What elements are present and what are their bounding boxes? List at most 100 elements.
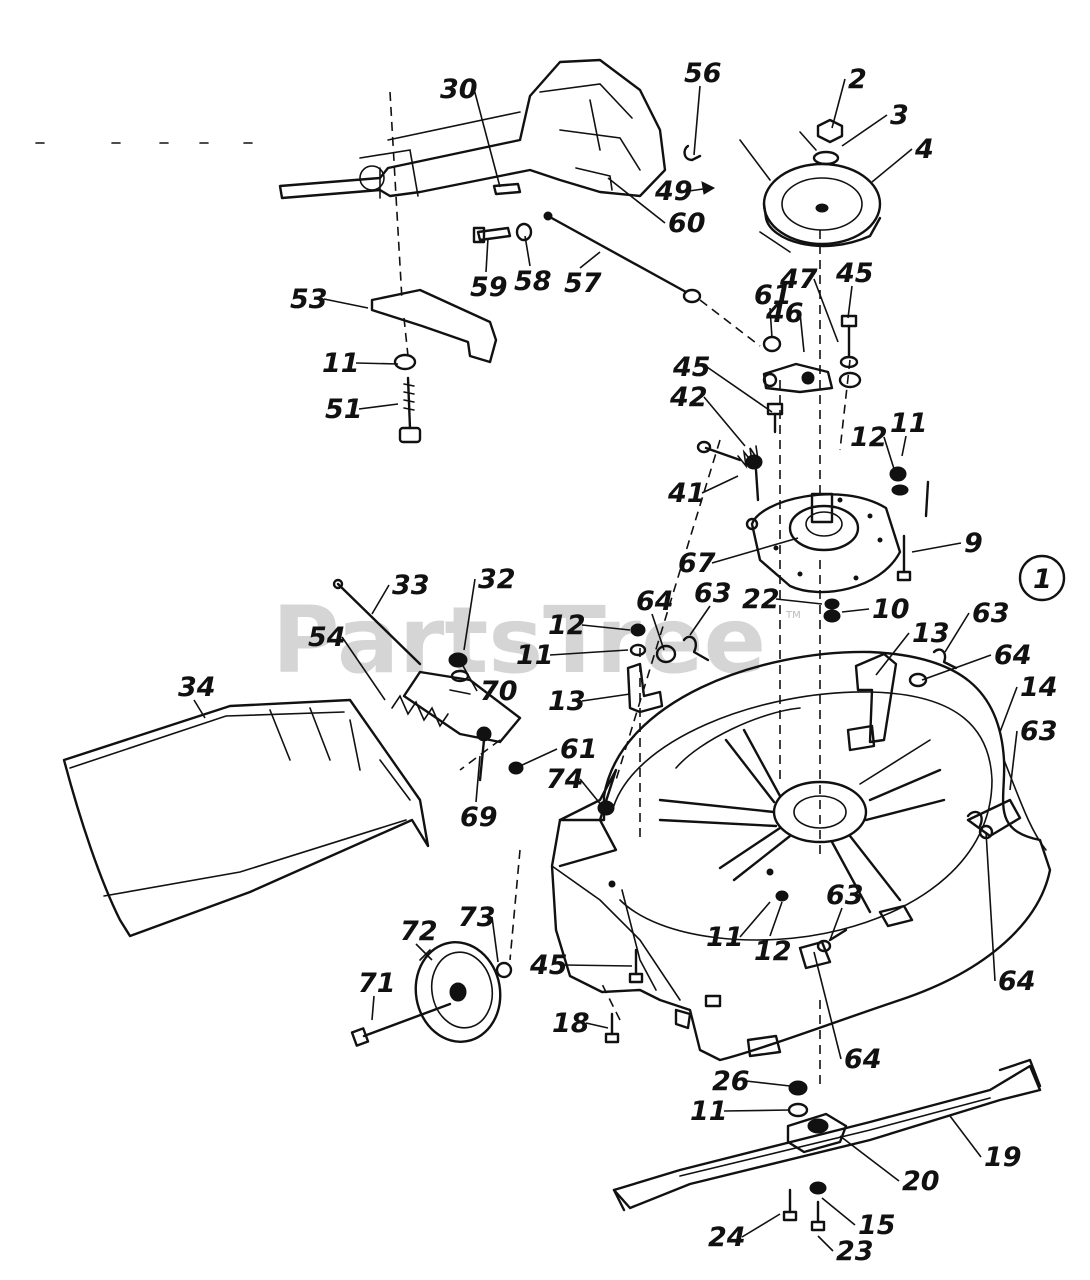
- callout-label: 41: [667, 478, 706, 509]
- leader-line: [473, 88, 501, 188]
- leader-line: [461, 663, 478, 692]
- rod-57: [543, 211, 702, 304]
- callout-label: 18: [552, 1008, 590, 1039]
- leader-line: [585, 1022, 609, 1029]
- leader-line: [689, 605, 711, 636]
- grass-chute-34: [62, 698, 430, 938]
- callout-label: 63: [1020, 716, 1058, 747]
- callout-label: 11: [322, 348, 360, 379]
- leader-line: [358, 403, 399, 410]
- callout-label: 64: [994, 640, 1032, 671]
- leader-line: [711, 537, 799, 564]
- leader-line: [323, 298, 369, 309]
- washer-11-a: [393, 353, 417, 371]
- nut-and-washer: [812, 118, 844, 166]
- leader-line: [519, 748, 558, 767]
- callout-label: 64: [998, 966, 1036, 997]
- callout-label: 74: [546, 764, 584, 795]
- leader-line: [549, 649, 629, 656]
- callout-label: 20: [902, 1166, 940, 1197]
- leader-line: [921, 654, 992, 681]
- callout-label: 58: [514, 266, 552, 297]
- leader-line: [463, 578, 476, 651]
- callout-label: 46: [765, 298, 804, 329]
- callout-label: 45: [529, 950, 568, 981]
- nut-12-b: [630, 623, 646, 637]
- callout-label: 64: [844, 1044, 882, 1075]
- callout-label: 64: [636, 586, 674, 617]
- watermark-tm: TM: [785, 610, 801, 621]
- bolt-30: [492, 182, 522, 196]
- leader-line: [839, 1135, 900, 1182]
- washer-58: [515, 222, 533, 242]
- callout-label: 61: [560, 734, 598, 765]
- blade-19: [612, 1058, 1042, 1212]
- callout-label: 26: [712, 1066, 750, 1097]
- leader-line: [769, 307, 773, 339]
- callout-label: 11: [706, 922, 744, 953]
- nut-32: [448, 652, 468, 668]
- washer-11-c: [629, 643, 647, 657]
- callout-label: 11: [690, 1096, 728, 1127]
- callout-label: 60: [668, 208, 706, 239]
- callout-label: 13: [912, 618, 950, 649]
- leader-line: [847, 285, 853, 319]
- washer-11-e: [787, 1102, 809, 1118]
- leader-line: [701, 475, 739, 494]
- callout-label: 12: [548, 610, 586, 641]
- leader-line: [581, 624, 631, 631]
- callout-label: 56: [684, 58, 722, 89]
- leader-line: [1009, 730, 1018, 791]
- leader-line: [829, 907, 843, 941]
- rod-33: [332, 578, 422, 666]
- callout-label: 32: [478, 564, 516, 595]
- callout-label: 61: [754, 280, 792, 311]
- nut-10: [823, 609, 841, 623]
- callout-label: 24: [708, 1222, 746, 1253]
- leader-line: [475, 755, 481, 803]
- nut-74: [597, 800, 615, 816]
- callout-label: 45: [835, 258, 874, 289]
- bolt-71: [350, 1002, 452, 1047]
- screw-18: [604, 1012, 620, 1044]
- callout-label: 63: [826, 880, 864, 911]
- nut-12-a: [889, 466, 907, 482]
- leader-line: [901, 435, 907, 457]
- pin-63-d: [828, 928, 848, 942]
- callout-label: 71: [358, 968, 396, 999]
- callout-label: 69: [460, 802, 498, 833]
- pulley-4: [739, 131, 882, 253]
- leader-line: [799, 312, 805, 353]
- leader-line: [371, 584, 390, 615]
- leader-line: [371, 995, 375, 1021]
- callout-label: 19: [984, 1142, 1022, 1173]
- washer-64-c: [816, 939, 832, 953]
- transaxle: [278, 58, 667, 200]
- washer-64-b: [908, 672, 928, 688]
- washer-11-b: [891, 484, 909, 496]
- callout-label: 2: [848, 64, 867, 95]
- wheel-72: [414, 941, 502, 1043]
- pin-56: [683, 144, 702, 162]
- pin-63-a: [682, 635, 710, 662]
- callout-label: 51: [325, 394, 363, 425]
- callout-label: 10: [872, 594, 910, 625]
- bolt-45-a: [839, 314, 859, 369]
- callout-label: 30: [440, 74, 478, 105]
- callout-label: 59: [470, 272, 508, 303]
- figure-number: 1: [1033, 564, 1052, 595]
- callout-label: 67: [678, 548, 716, 579]
- idler-arm-46: [762, 362, 834, 394]
- callout-label: 34: [178, 672, 216, 703]
- leader-line: [949, 1115, 982, 1158]
- leader-line: [739, 901, 771, 938]
- figure-number-circle: [1018, 554, 1066, 602]
- leader-line: [883, 436, 896, 473]
- callout-label: 9: [964, 528, 983, 559]
- leader-line: [813, 951, 842, 1060]
- leader-line: [817, 1235, 834, 1252]
- leader-line: [607, 177, 666, 224]
- leader-line: [193, 699, 206, 719]
